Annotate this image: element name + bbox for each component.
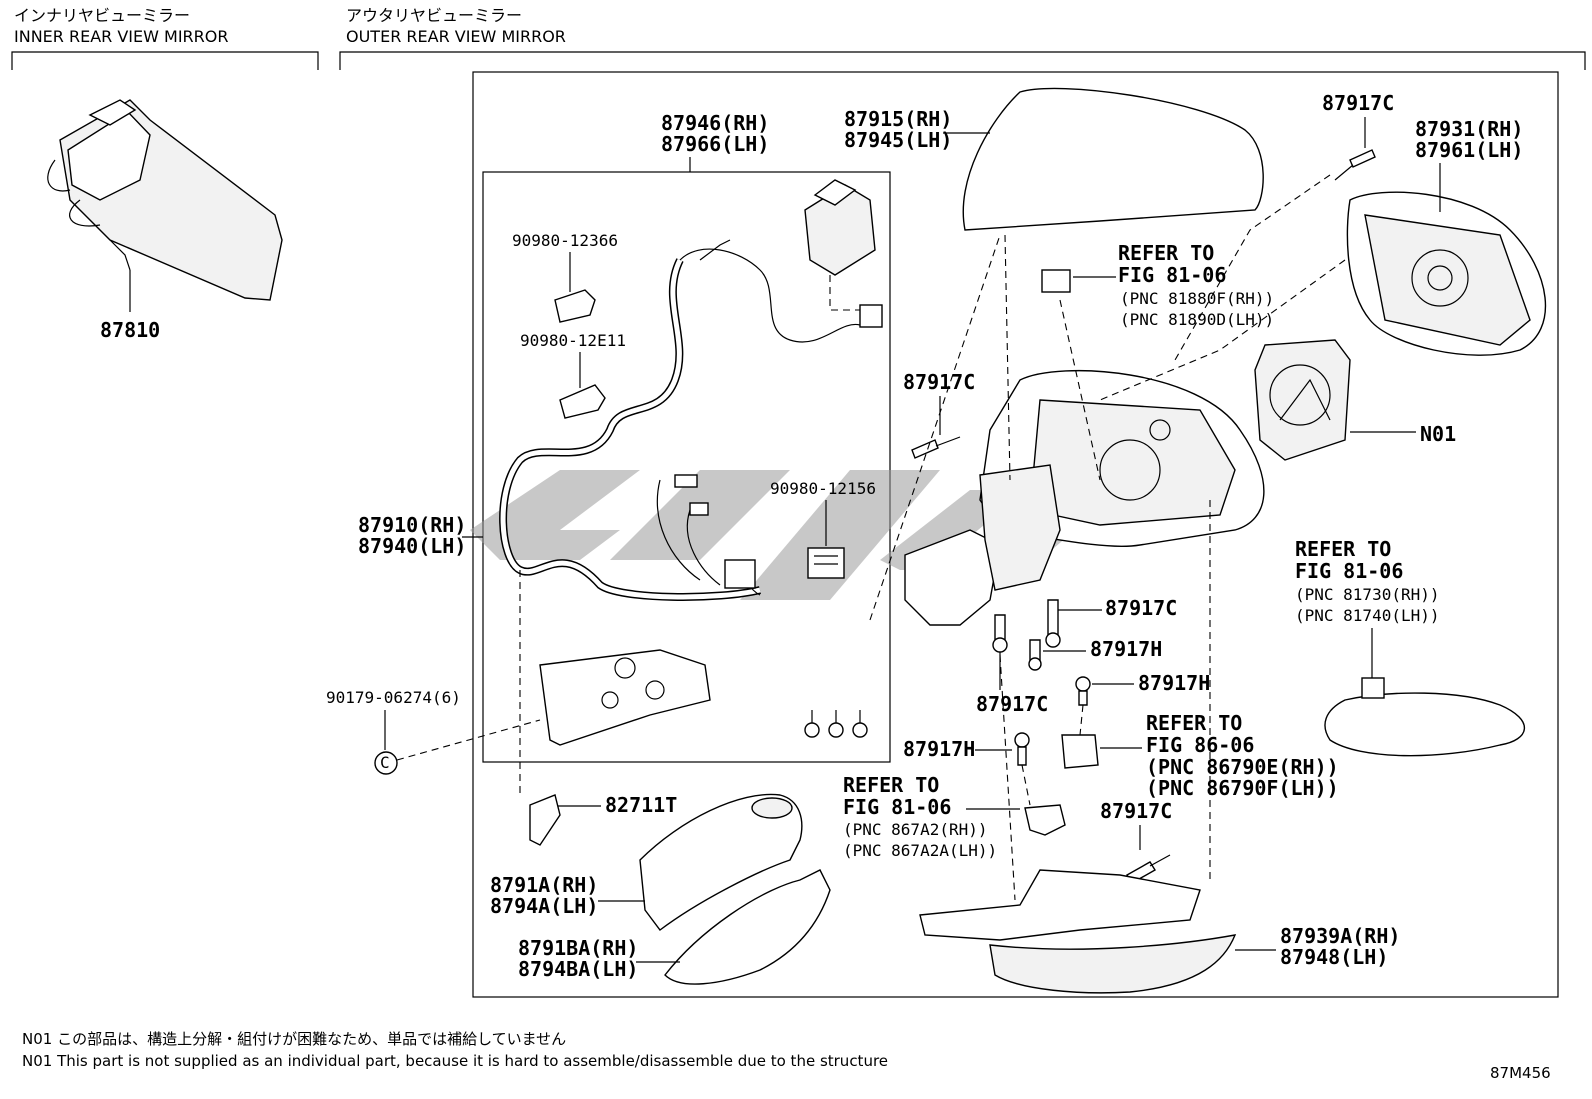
label-87917h-left: 87917H [903, 737, 975, 761]
mirror-actuator-n01 [1254, 339, 1351, 461]
label-87945: 87945(LH) [844, 128, 952, 152]
label-n01: N01 [1420, 422, 1456, 446]
ref3-fig: FIG 86-06 [1146, 733, 1254, 757]
wiring-kit-frame [482, 171, 891, 763]
clip-ref4 [1024, 804, 1066, 836]
bracket-82711t [529, 794, 561, 846]
label-8794ba: 8794BA(LH) [518, 957, 638, 981]
ref2-title: REFER TO [1295, 537, 1391, 561]
label-87946: 87946(RH) [661, 111, 769, 135]
mirror-body-housing [979, 369, 1265, 548]
label-87966: 87966(LH) [661, 132, 769, 156]
screw-87917h-mid [1028, 639, 1042, 671]
note-n01-en: N01 This part is not supplied as an indi… [22, 1052, 888, 1070]
label-90980-12e11: 90980-12E11 [520, 331, 626, 350]
clip-c-circle [374, 751, 398, 775]
clip-ref3 [1061, 734, 1099, 769]
label-87931: 87931(RH) [1415, 117, 1523, 141]
label-87961: 87961(LH) [1415, 138, 1523, 162]
turn-signal-lamp [1324, 677, 1526, 757]
mirror-base-bracket [904, 464, 1061, 626]
label-90980-12366: 90980-12366 [512, 231, 618, 250]
dash-90179-to-base [396, 719, 541, 761]
label-8791ba: 8791BA(RH) [518, 936, 638, 960]
outer-mirror-header-en: OUTER REAR VIEW MIRROR [346, 27, 566, 46]
connector-90980-12366 [554, 289, 596, 323]
ref1-pnc-lh: (PNC 81890D(LH)) [1120, 310, 1274, 329]
clip-ref1 [1041, 269, 1071, 293]
label-8791a: 8791A(RH) [490, 873, 598, 897]
mirror-glass [1346, 191, 1547, 356]
figure-code: 87M456 [1490, 1064, 1551, 1082]
label-87810: 87810 [100, 318, 160, 342]
label-87917c-mid: 87917C [1105, 596, 1177, 620]
label-87917c-top: 87917C [1322, 91, 1394, 115]
ref1-fig: FIG 81-06 [1118, 263, 1226, 287]
connector-90980-12e11 [559, 384, 606, 419]
ref1-pnc-rh: (PNC 81880F(RH)) [1120, 289, 1274, 308]
wiring-harness [499, 239, 861, 601]
ref4-pnc-rh: (PNC 867A2(RH)) [843, 820, 988, 839]
exploded-view-guides [869, 174, 1346, 901]
mounting-screws [804, 710, 868, 738]
mirror-base-plate [539, 649, 711, 746]
screw-87917c-mid [1045, 599, 1061, 648]
screw-87917c-low [992, 614, 1008, 653]
label-87948: 87948(LH) [1280, 945, 1388, 969]
label-87939a: 87939A(RH) [1280, 924, 1400, 948]
screw-87917h-left [1014, 732, 1030, 766]
label-87910: 87910(RH) [358, 513, 466, 537]
inner-mirror-header-jp: インナリヤビューミラー [14, 6, 190, 25]
ref1-title: REFER TO [1118, 241, 1214, 265]
inner-header-bracket [11, 51, 319, 70]
screw-87917c-left [911, 436, 961, 459]
outer-header-bracket [339, 51, 1586, 70]
label-87917c-left: 87917C [903, 370, 975, 394]
outer-mirror-header-jp: アウタリヤビューミラー [346, 6, 522, 25]
ref2-pnc-rh: (PNC 81730(RH)) [1295, 585, 1440, 604]
screw-87917h-right [1075, 676, 1091, 706]
label-87917h-mid: 87917H [1090, 637, 1162, 661]
connector-90980-12156 [807, 547, 845, 579]
ref4-fig: FIG 81-06 [843, 795, 951, 819]
label-87917c-bottom: 87917C [1100, 799, 1172, 823]
lower-cover-8791ba [664, 869, 831, 985]
actuator-motor [804, 179, 883, 328]
screw-87917c-top [1334, 149, 1376, 181]
ref4-pnc-lh: (PNC 867A2A(LH)) [843, 841, 997, 860]
label-87940: 87940(LH) [358, 534, 466, 558]
ref3-title: REFER TO [1146, 711, 1242, 735]
clip-c-label: C [380, 753, 390, 772]
label-82711t: 82711T [605, 793, 677, 817]
label-87917c-low: 87917C [976, 692, 1048, 716]
inner-mirror-header-en: INNER REAR VIEW MIRROR [14, 27, 229, 46]
inner-rear-view-mirror [47, 99, 283, 301]
label-90980-12156: 90980-12156 [770, 479, 876, 498]
label-87917h-right: 87917H [1138, 671, 1210, 695]
ref2-pnc-lh: (PNC 81740(LH)) [1295, 606, 1440, 625]
ref2-fig: FIG 81-06 [1295, 559, 1403, 583]
lower-mirror-base [919, 869, 1237, 994]
ref3-pnc-lh: (PNC 86790F(LH)) [1146, 776, 1339, 800]
outer-mirror-frame [472, 71, 1559, 998]
ref4-title: REFER TO [843, 773, 939, 797]
label-90179-06274: 90179-06274(6) [326, 688, 461, 707]
label-8794a: 8794A(LH) [490, 894, 598, 918]
note-n01-jp: N01 この部品は、構造上分解・組付けが困難なため、単品では補給していません [22, 1030, 566, 1048]
lower-cover-8791a [639, 793, 803, 931]
ref3-pnc-rh: (PNC 86790E(RH)) [1146, 755, 1339, 779]
label-87915: 87915(RH) [844, 107, 952, 131]
mirror-cover [962, 87, 1264, 231]
